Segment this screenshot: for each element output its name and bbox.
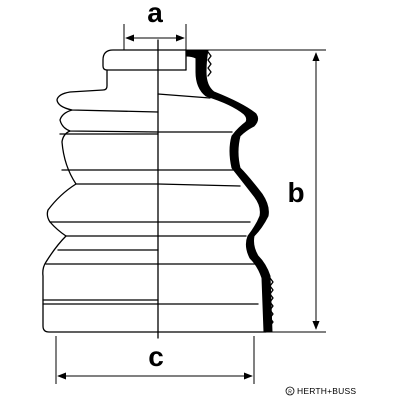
brand-logo: R HERTH+BUSS: [285, 386, 356, 396]
boot-exterior-left: [42, 49, 159, 333]
dimension-b: b: [208, 49, 326, 333]
dimension-a-label: a: [147, 0, 163, 28]
dimension-b-label: b: [287, 177, 304, 208]
dimension-a: a: [123, 0, 187, 50]
dimension-c-label: c: [148, 341, 164, 372]
svg-text:R: R: [288, 390, 292, 396]
brand-text: HERTH+BUSS: [297, 386, 356, 396]
boot-section-right: [157, 49, 274, 333]
boot-wall-section: [185, 49, 273, 333]
dimension-c: c: [55, 336, 255, 384]
